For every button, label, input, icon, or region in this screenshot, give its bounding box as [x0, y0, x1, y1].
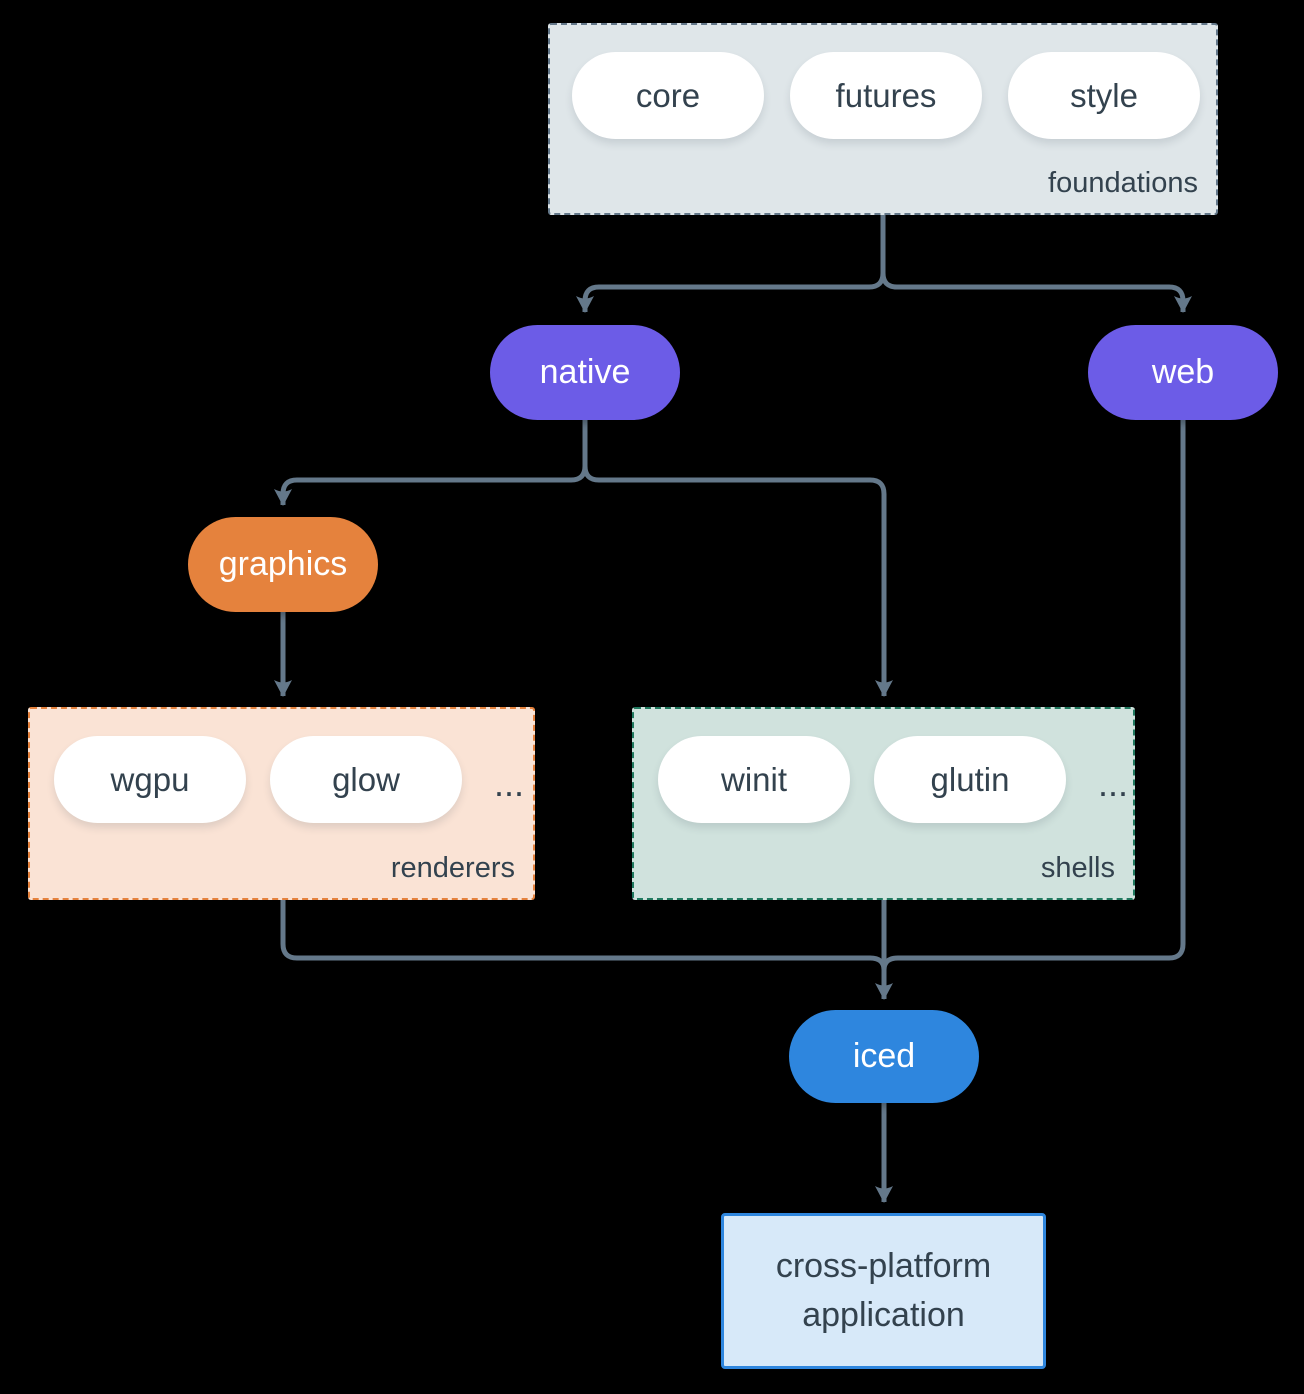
node-web: web	[1088, 325, 1278, 420]
foundations-group: core futures style foundations	[548, 23, 1218, 215]
edge-renderers-merge	[280, 900, 887, 971]
application-box: cross-platform application	[721, 1213, 1046, 1369]
node-winit: winit	[658, 736, 850, 823]
node-iced: iced	[789, 1010, 979, 1103]
node-glutin: glutin	[874, 736, 1066, 823]
edge-foundations-native	[576, 215, 886, 313]
foundations-label: foundations	[1048, 167, 1198, 199]
application-label: cross-platform application	[775, 1246, 992, 1334]
node-wgpu: wgpu	[54, 736, 246, 823]
node-style: style	[1008, 52, 1200, 139]
renderers-group: wgpu glow ... renderers	[28, 707, 535, 900]
foundations-pill-row: core futures style	[550, 25, 1216, 139]
renderers-ellipsis: ...	[494, 762, 525, 804]
edge-native-graphics	[274, 420, 588, 506]
shells-pill-row: winit glutin ...	[634, 709, 1133, 823]
node-core: core	[572, 52, 764, 139]
edge-native-shells	[582, 420, 893, 697]
renderers-label: renderers	[390, 852, 515, 884]
node-graphics: graphics	[188, 517, 378, 612]
node-glow: glow	[270, 736, 462, 823]
node-native: native	[490, 325, 680, 420]
shells-ellipsis: ...	[1098, 762, 1129, 804]
shells-label: shells	[1040, 852, 1115, 884]
edge-foundations-web	[880, 215, 1192, 313]
renderers-pill-row: wgpu glow ...	[30, 709, 533, 823]
shells-group: winit glutin ... shells	[632, 707, 1135, 900]
node-futures: futures	[790, 52, 982, 139]
